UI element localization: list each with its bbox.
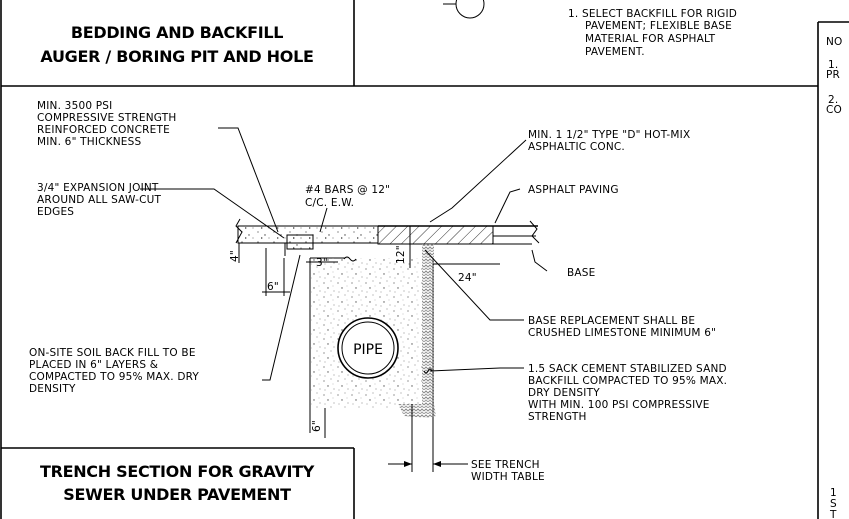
svg-text:3/4" EXPANSION JOINT: 3/4" EXPANSION JOINT	[37, 182, 159, 194]
svg-text:WITH MIN. 100 PSI COMPRESSIVE: WITH MIN. 100 PSI COMPRESSIVE	[528, 399, 710, 411]
svg-text:SEE TRENCH: SEE TRENCH	[471, 459, 540, 471]
top-title-line2: AUGER / BORING PIT AND HOLE	[40, 47, 313, 66]
callout-sack-cement: 1.5 SACK CEMENT STABILIZED SAND BACKFILL…	[528, 363, 727, 423]
svg-text:COMPACTED TO 95% MAX. DRY: COMPACTED TO 95% MAX. DRY	[29, 371, 199, 383]
svg-text:1. SELECT BACKFILL FOR RIGID: 1. SELECT BACKFILL FOR RIGID	[568, 8, 737, 20]
pipe-label: PIPE	[353, 342, 383, 358]
bottom-title-line1: TRENCH SECTION FOR GRAVITY	[40, 462, 315, 481]
svg-text:CO: CO	[826, 104, 842, 116]
callout-base: BASE	[567, 267, 596, 279]
svg-text:REINFORCED CONCRETE: REINFORCED CONCRETE	[37, 124, 170, 136]
svg-text:COMPRESSIVE STRENGTH: COMPRESSIVE STRENGTH	[37, 112, 176, 124]
svg-text:S: S	[830, 498, 837, 510]
svg-text:12": 12"	[395, 245, 407, 264]
right-notes-panel: NO 1. PR 2. CO 1 S T	[826, 36, 843, 519]
svg-text:MATERIAL FOR ASPHALT: MATERIAL FOR ASPHALT	[585, 33, 716, 45]
svg-text:1.: 1.	[828, 59, 838, 71]
svg-text:3": 3"	[316, 257, 328, 269]
bottom-title-line2: SEWER UNDER PAVEMENT	[63, 485, 291, 504]
callout-asphalt-paving: ASPHALT PAVING	[528, 184, 619, 196]
svg-text:C/C. E.W.: C/C. E.W.	[305, 197, 354, 209]
svg-text:T: T	[829, 509, 837, 519]
svg-text:MIN. 3500 PSI: MIN. 3500 PSI	[37, 100, 112, 112]
svg-text:2.: 2.	[828, 94, 838, 106]
callout-base-replacement: BASE REPLACEMENT SHALL BE CRUSHED LIMEST…	[528, 315, 716, 339]
svg-text:ON-SITE SOIL BACK FILL TO BE: ON-SITE SOIL BACK FILL TO BE	[29, 347, 196, 359]
svg-text:STRENGTH: STRENGTH	[528, 411, 587, 423]
svg-text:#4 BARS @ 12": #4 BARS @ 12"	[305, 184, 390, 196]
top-note: 1. SELECT BACKFILL FOR RIGID PAVEMENT; F…	[568, 8, 737, 58]
dimensions: 3" 6" 4" 12" 24" 6"	[229, 243, 500, 472]
top-title-line1: BEDDING AND BACKFILL	[71, 23, 283, 42]
svg-text:BASE REPLACEMENT SHALL BE: BASE REPLACEMENT SHALL BE	[528, 315, 695, 327]
callout-concrete: MIN. 3500 PSI COMPRESSIVE STRENGTH REINF…	[37, 100, 176, 148]
trench-section-drawing: PIPE	[235, 218, 540, 433]
svg-text:DRY DENSITY: DRY DENSITY	[528, 387, 600, 399]
leader-lines	[140, 127, 548, 465]
svg-text:PAVEMENT.: PAVEMENT.	[585, 46, 645, 58]
svg-text:ASPHALTIC CONC.: ASPHALTIC CONC.	[528, 141, 625, 153]
svg-text:BACKFILL COMPACTED TO 95% MAX.: BACKFILL COMPACTED TO 95% MAX.	[528, 375, 727, 387]
svg-text:6": 6"	[311, 420, 323, 432]
callout-trench-width: SEE TRENCH WIDTH TABLE	[471, 459, 545, 483]
svg-text:6": 6"	[267, 281, 279, 293]
svg-text:EDGES: EDGES	[37, 206, 74, 218]
svg-text:CRUSHED LIMESTONE MINIMUM 6": CRUSHED LIMESTONE MINIMUM 6"	[528, 327, 716, 339]
callout-rebar: #4 BARS @ 12" C/C. E.W.	[305, 184, 390, 209]
svg-text:24": 24"	[458, 272, 477, 284]
svg-text:NO: NO	[826, 36, 843, 48]
svg-text:DENSITY: DENSITY	[29, 383, 76, 395]
svg-text:1.5 SACK CEMENT STABILIZED SA: 1.5 SACK CEMENT STABILIZED SAND	[528, 363, 727, 375]
callout-hotmix: MIN. 1 1/2" TYPE "D" HOT-MIX ASPHALTIC C…	[528, 129, 690, 153]
svg-text:ASPHALT PAVING: ASPHALT PAVING	[528, 184, 619, 196]
svg-text:MIN. 6" THICKNESS: MIN. 6" THICKNESS	[37, 136, 142, 148]
svg-text:PAVEMENT; FLEXIBLE BASE: PAVEMENT; FLEXIBLE BASE	[585, 20, 732, 32]
svg-text:WIDTH TABLE: WIDTH TABLE	[471, 471, 545, 483]
svg-text:4": 4"	[229, 250, 241, 262]
svg-text:1: 1	[830, 487, 837, 499]
callout-expansion-joint: 3/4" EXPANSION JOINT AROUND ALL SAW-CUT …	[37, 182, 162, 218]
bottom-title-block: TRENCH SECTION FOR GRAVITY SEWER UNDER P…	[40, 462, 315, 504]
svg-text:BASE: BASE	[567, 267, 596, 279]
svg-text:PLACED IN 6" LAYERS &: PLACED IN 6" LAYERS &	[29, 359, 158, 371]
svg-text:MIN. 1 1/2" TYPE "D" HOT-MIX: MIN. 1 1/2" TYPE "D" HOT-MIX	[528, 129, 690, 141]
top-title-block: BEDDING AND BACKFILL AUGER / BORING PIT …	[40, 23, 314, 66]
callout-onsite-soil: ON-SITE SOIL BACK FILL TO BE PLACED IN 6…	[29, 347, 199, 395]
svg-text:AROUND ALL SAW-CUT: AROUND ALL SAW-CUT	[37, 194, 162, 206]
svg-text:PR: PR	[826, 69, 840, 81]
detail-callout-bubble	[443, 0, 485, 19]
